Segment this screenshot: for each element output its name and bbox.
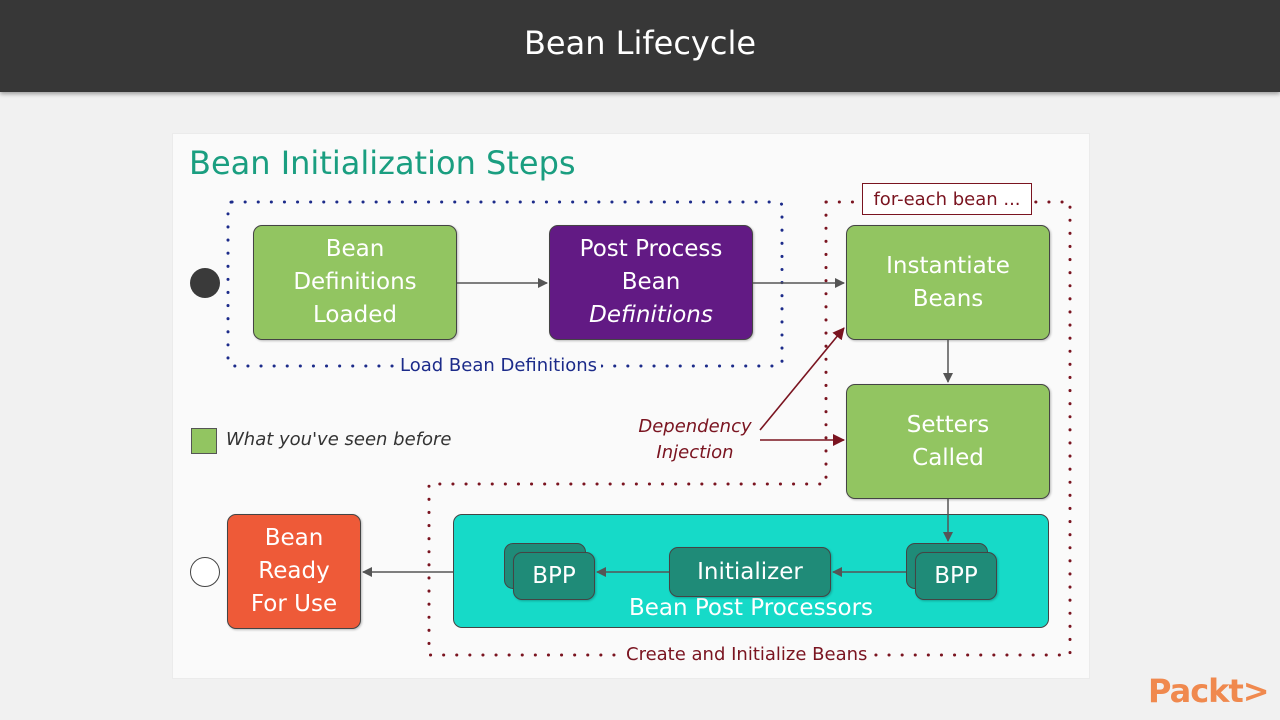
annotation-line: Dependency (638, 416, 752, 437)
for-each-bean-label: for-each bean ... (862, 183, 1032, 215)
node-text-line: Definitions (293, 269, 417, 295)
node-post-process-bean-definitions: Post Process Bean Definitions (549, 225, 753, 340)
node-bpp-right: BPP (915, 552, 997, 600)
node-instantiate-beans: Instantiate Beans (846, 225, 1050, 340)
annotation-line: Injection (656, 442, 734, 463)
node-initializer: Initializer (669, 547, 831, 597)
node-text-line: Initializer (697, 558, 803, 585)
node-text-line: For Use (250, 591, 338, 617)
diagram-title: Bean Initialization Steps (189, 144, 576, 182)
node-text-line: Beans (912, 285, 984, 312)
node-bpp-left: BPP (513, 552, 595, 600)
start-node (190, 268, 220, 298)
node-text-line: BPP (532, 562, 576, 589)
node-bean-ready-for-use: Bean Ready For Use (227, 514, 361, 629)
node-text-line: Bean (325, 236, 385, 262)
header-bar: Bean Lifecycle (0, 0, 1280, 92)
legend-swatch (191, 428, 217, 454)
bean-post-processors-label: Bean Post Processors (628, 595, 874, 621)
page-title: Bean Lifecycle (523, 24, 757, 62)
node-text-line: Called (912, 444, 984, 471)
load-bean-definitions-label: Load Bean Definitions (396, 355, 602, 376)
node-text-line: BPP (934, 562, 978, 589)
node-setters-called: Setters Called (846, 384, 1050, 499)
node-bean-definitions-loaded: Bean Definitions Loaded (253, 225, 457, 340)
node-text-line: Loaded (313, 302, 397, 328)
arrow-di-to-instantiate (759, 327, 845, 431)
load-bean-definitions-group-border (226, 200, 784, 368)
legend-label: What you've seen before (226, 429, 452, 450)
packt-logo: Packt> (1148, 672, 1270, 710)
create-and-initialize-label: Create and Initialize Beans (622, 644, 872, 665)
node-text-line: Instantiate (886, 252, 1010, 279)
dependency-injection-label: Dependency Injection (620, 414, 770, 466)
node-text-line: Definitions (589, 302, 713, 328)
end-node (190, 557, 220, 587)
node-text-line: Ready (258, 558, 330, 584)
create-init-group-border (427, 200, 1072, 657)
node-text-line: Bean (621, 269, 681, 295)
node-text-line: Setters (906, 411, 990, 438)
node-text-line: Post Process (579, 236, 723, 262)
node-text-line: Bean (264, 525, 324, 551)
